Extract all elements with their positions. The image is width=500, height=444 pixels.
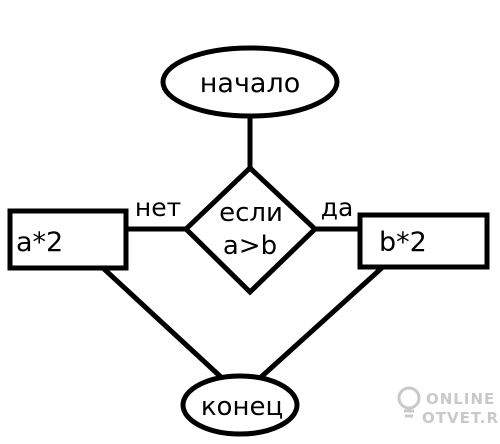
yes-action-process-box xyxy=(357,212,490,270)
no-action-label: a*2 xyxy=(16,227,63,258)
start-label: начало xyxy=(200,68,300,99)
decision-condition-line1: если xyxy=(219,198,283,228)
end-terminal xyxy=(180,373,300,437)
lightbulb-icon xyxy=(397,386,421,418)
no-action-process-box xyxy=(7,208,129,271)
yes-action-label: b*2 xyxy=(379,227,427,258)
no-branch-label: нет xyxy=(135,193,181,222)
decision-diamond xyxy=(182,164,319,296)
connector-yes-action-to-end xyxy=(257,262,388,381)
decision-condition-line2: a>b xyxy=(223,231,277,261)
watermark-line2: OTVET.RU xyxy=(422,409,500,427)
start-terminal xyxy=(160,45,340,119)
watermark: ONLINE OTVET.RU xyxy=(397,386,500,427)
connector-no-action-to-end xyxy=(100,265,225,381)
end-label: конец xyxy=(201,392,283,422)
yes-branch-label: да xyxy=(321,193,354,222)
watermark-line1: ONLINE xyxy=(426,390,495,408)
